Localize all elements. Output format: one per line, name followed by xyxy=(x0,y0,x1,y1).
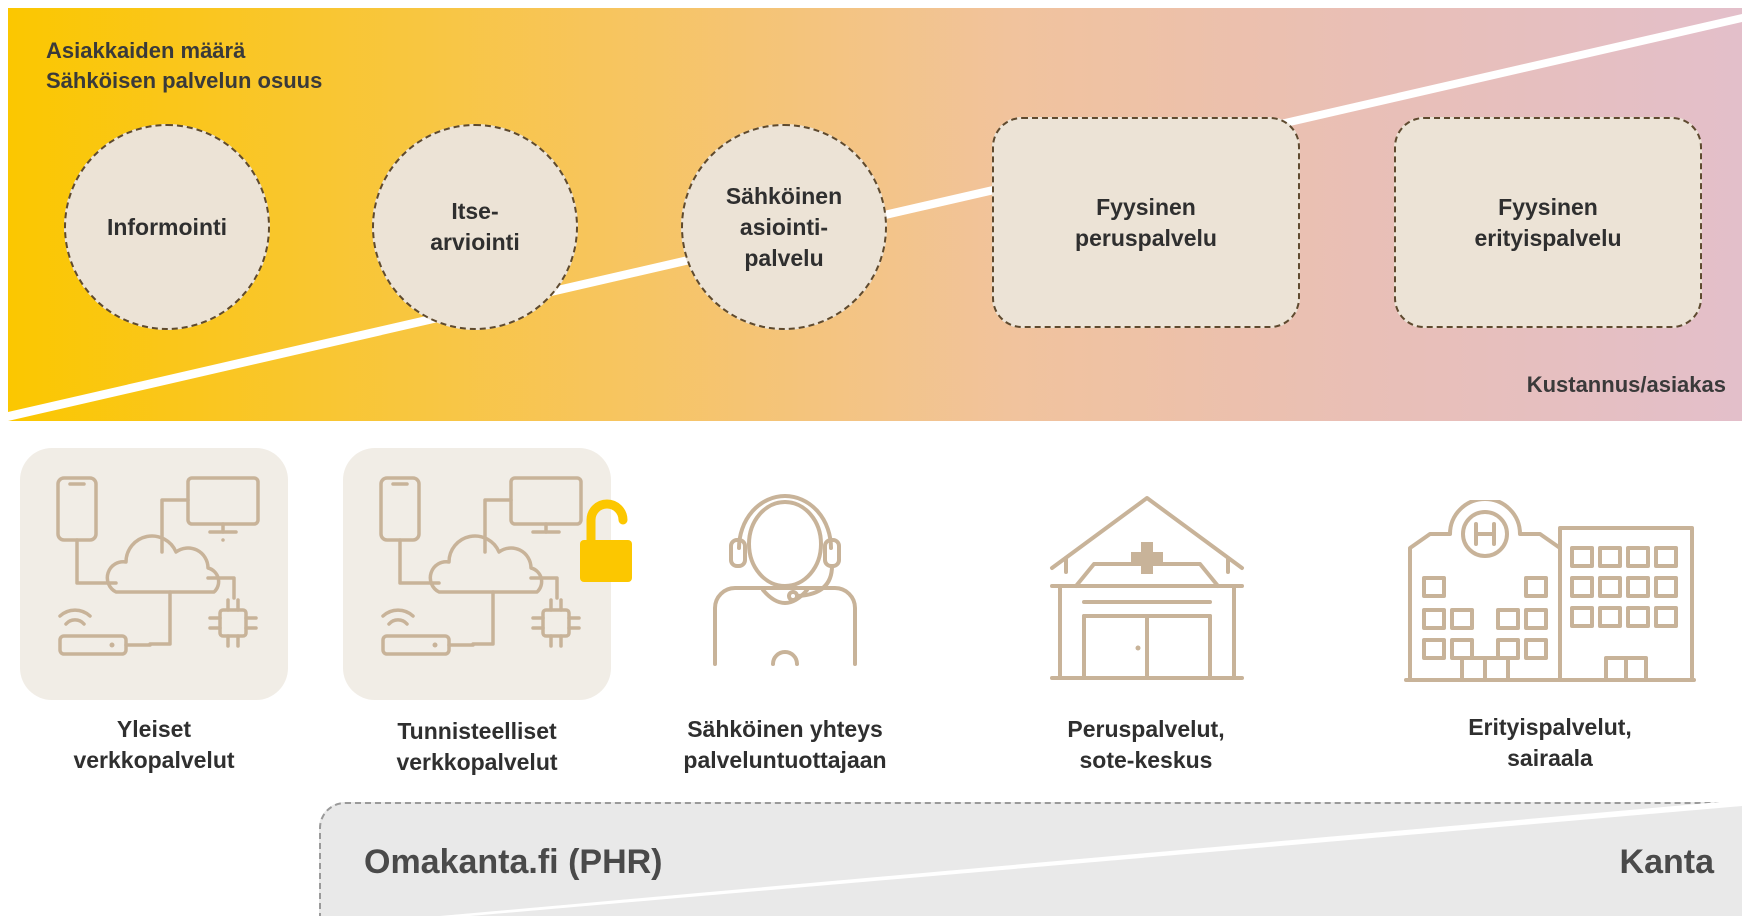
headset-agent-icon xyxy=(713,494,857,666)
top-labels: Asiakkaiden määrä Sähköisen palvelun osu… xyxy=(46,36,322,96)
stage-label: Fyysinen peruspalvelu xyxy=(1075,193,1217,251)
network-devices-icon xyxy=(56,476,260,656)
customer-count-label: Asiakkaiden määrä xyxy=(46,38,246,63)
stage-itsearviointi: Itse- arviointi xyxy=(372,124,578,330)
stage-sahkoinen-asiointipalvelu: Sähköinen asiointi- palvelu xyxy=(681,124,887,330)
caption-electronic-connection: Sähköinen yhteys palveluntuottajaan xyxy=(683,716,887,773)
stage-informointi: Informointi xyxy=(64,124,270,330)
electronic-share-label: Sähköisen palvelun osuus xyxy=(46,68,323,93)
health-center-icon xyxy=(1050,496,1244,680)
caption-basic-services: Peruspalvelut, sote-keskus xyxy=(1067,716,1225,773)
kanta-label: Kanta xyxy=(1619,843,1714,881)
hospital-icon xyxy=(1404,500,1696,682)
omakanta-label: Omakanta.fi (PHR) xyxy=(364,843,663,881)
cost-per-customer-label: Kustannus/asiakas xyxy=(1526,372,1726,397)
stage-label: Sähköinen asiointi- palvelu xyxy=(725,182,843,271)
open-lock-icon xyxy=(580,499,632,582)
authenticated-web-services-tile xyxy=(343,448,611,700)
network-devices-lock-icon xyxy=(379,476,632,656)
stage-fyysinen-erityispalvelu: Fyysinen erityispalvelu xyxy=(1394,117,1702,328)
stage-label: Itse- arviointi xyxy=(430,198,520,255)
kanta-services-bar xyxy=(319,802,1742,916)
caption-authenticated-web-services: Tunnisteelliset verkkopalvelut xyxy=(396,718,558,775)
stage-label: Fyysinen erityispalvelu xyxy=(1474,193,1622,251)
stage-label: Informointi xyxy=(106,213,228,240)
caption-special-services: Erityispalvelut, sairaala xyxy=(1468,714,1632,771)
stage-fyysinen-peruspalvelu: Fyysinen peruspalvelu xyxy=(992,117,1300,328)
general-web-services-tile xyxy=(20,448,288,700)
caption-general-web-services: Yleiset verkkopalvelut xyxy=(73,716,235,773)
